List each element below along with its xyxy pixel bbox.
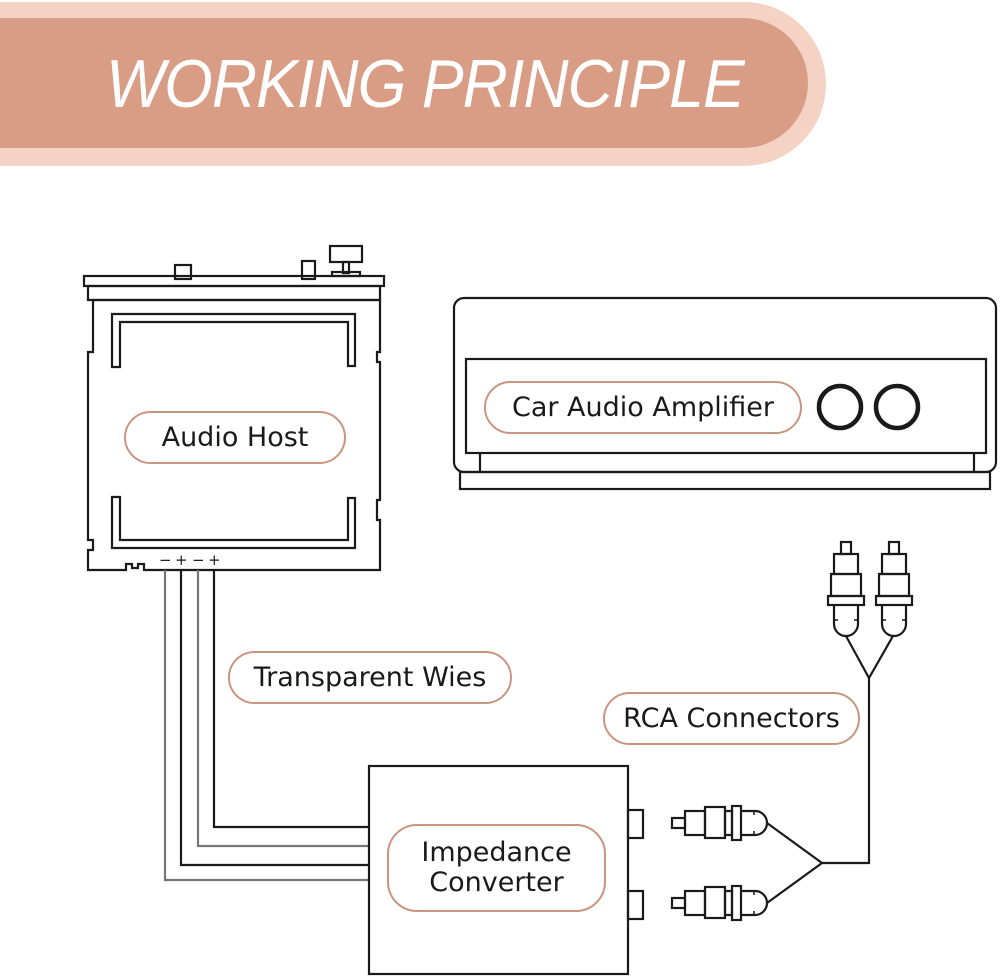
rca-plug	[670, 804, 769, 842]
terminal-polarity: −	[159, 551, 172, 569]
host-upper-bracket	[110, 312, 357, 369]
host-top-knob	[300, 259, 317, 281]
label-transparent-wires: Transparent Wies	[228, 651, 512, 704]
amplifier-device	[452, 296, 998, 491]
amp-front-panel	[464, 357, 988, 455]
rca-cable	[822, 635, 894, 865]
audio-host-device	[82, 244, 386, 572]
impedance-converter-device	[367, 764, 645, 976]
converter-output-port	[626, 889, 645, 921]
amp-input-jack	[873, 383, 921, 431]
rca-plug-pair-lower	[670, 804, 824, 922]
host-top-rim	[86, 284, 382, 302]
host-terminal-labels: − + − +	[159, 551, 221, 569]
wire-negative-1	[163, 570, 370, 882]
wire-negative-2	[196, 570, 370, 848]
label-rca-connectors: RCA Connectors	[603, 692, 860, 745]
banner-title: WORKING PRINCIPLE	[106, 46, 745, 122]
converter-label-line1: Impedance	[421, 837, 572, 868]
terminal-polarity: +	[175, 551, 188, 569]
host-top-knob	[328, 244, 364, 264]
banner-fill	[0, 18, 808, 148]
amp-feet	[478, 453, 976, 472]
label-audio-host: Audio Host	[124, 411, 346, 464]
amp-input-jack	[816, 383, 864, 431]
wire-positive-1	[179, 570, 370, 867]
rca-plug	[670, 884, 769, 922]
rca-y-cable	[766, 822, 824, 904]
wires-label-text: Transparent Wies	[253, 662, 487, 693]
amp-base	[458, 470, 992, 491]
terminal-polarity: +	[208, 551, 221, 569]
label-car-audio-amplifier: Car Audio Amplifier	[484, 381, 802, 434]
rca-label-text: RCA Connectors	[623, 703, 840, 734]
transparent-wires	[163, 570, 370, 882]
host-top-plate	[82, 274, 386, 288]
amplifier-label-text: Car Audio Amplifier	[511, 392, 775, 423]
converter-label-line2: Converter	[429, 867, 564, 898]
rca-plug-pair-upper	[822, 540, 914, 865]
host-top-knob	[173, 263, 193, 281]
terminal-polarity: −	[192, 551, 205, 569]
rca-plug	[826, 540, 866, 638]
rca-plug	[874, 540, 914, 638]
wire-positive-2	[212, 570, 370, 829]
host-body	[86, 298, 382, 572]
label-impedance-converter: Impedance Converter	[387, 824, 606, 912]
audio-host-label-text: Audio Host	[161, 422, 309, 453]
host-lower-bracket	[110, 495, 357, 550]
converter-output-port	[626, 808, 645, 840]
converter-body	[367, 764, 630, 976]
